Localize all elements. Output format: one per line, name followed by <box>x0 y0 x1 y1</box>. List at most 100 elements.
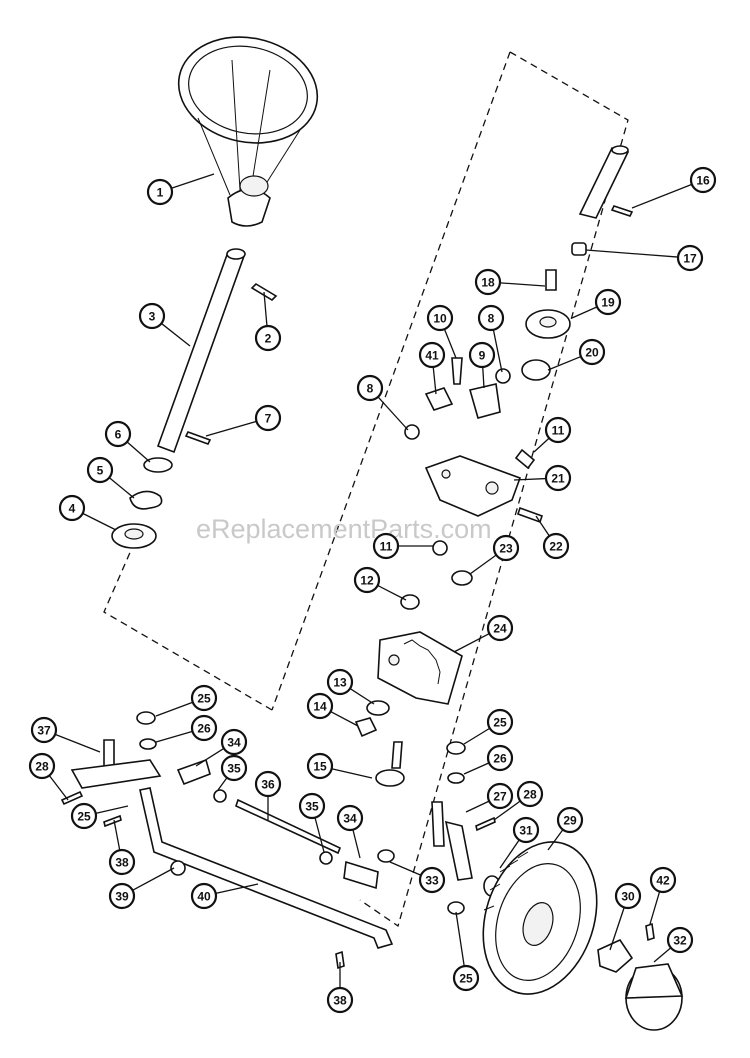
leader-line-32 <box>653 947 672 963</box>
callout-number: 21 <box>551 472 565 486</box>
callout-number: 36 <box>261 778 275 792</box>
callout-number: 17 <box>683 252 697 266</box>
callout-8: 8 <box>356 374 384 402</box>
callout-circle <box>108 882 136 910</box>
callout-number: 7 <box>265 412 272 426</box>
spacer-5 <box>129 490 163 510</box>
leader-line-9 <box>482 366 485 389</box>
leader-line-28 <box>493 800 521 821</box>
callout-number: 9 <box>479 349 486 363</box>
callout-22: 22 <box>542 532 570 560</box>
callout-26: 26 <box>190 714 218 742</box>
callout-number: 4 <box>69 502 76 516</box>
leader-line-29 <box>547 829 564 851</box>
callout-18: 18 <box>474 268 502 296</box>
leader-line-28 <box>48 775 69 801</box>
callout-circle <box>146 178 174 206</box>
callout-number: 20 <box>585 346 599 360</box>
callout-circle <box>58 494 86 522</box>
leader-line-39 <box>132 867 175 891</box>
callout-number: 28 <box>523 788 537 802</box>
callout-circle <box>356 374 384 402</box>
callout-12: 12 <box>353 566 381 594</box>
callout-circle <box>254 770 282 798</box>
steering-shaft-upper <box>578 145 634 219</box>
clip-9 <box>468 383 501 419</box>
callout-38: 38 <box>326 986 354 1014</box>
leader-line-31 <box>499 839 520 869</box>
callout-20: 20 <box>578 338 606 366</box>
leader-line-34 <box>195 747 225 767</box>
callout-number: 11 <box>380 540 393 554</box>
callout-25: 25 <box>190 684 218 712</box>
callout-circle <box>452 964 480 992</box>
callout-4: 4 <box>58 494 86 522</box>
callout-circle <box>594 288 622 316</box>
callout-6: 6 <box>104 420 132 448</box>
leader-line-40 <box>215 883 259 895</box>
callout-number: 22 <box>549 540 563 554</box>
washer-13 <box>366 700 390 716</box>
callout-30: 30 <box>614 882 642 910</box>
bushing-4 <box>111 523 157 549</box>
nut-35-left <box>213 789 227 803</box>
callout-37: 37 <box>30 716 58 744</box>
leader-line-25 <box>155 701 193 717</box>
callout-number: 1 <box>157 186 164 200</box>
callout-41: 41 <box>418 341 446 369</box>
callout-circle <box>666 926 694 954</box>
callout-circle <box>190 882 218 910</box>
plate-41 <box>424 387 454 411</box>
pin-38-lower <box>335 950 345 970</box>
leader-line-30 <box>609 907 625 951</box>
washer-25-right <box>446 741 466 755</box>
callout-circle <box>486 744 514 772</box>
retainer-30 <box>597 938 634 973</box>
steering-wheel <box>177 36 319 227</box>
callout-number: 38 <box>333 994 347 1008</box>
drag-link-40 <box>139 787 394 949</box>
callout-number: 26 <box>197 722 211 736</box>
leader-line-18 <box>499 282 546 287</box>
callout-circle <box>336 804 364 832</box>
leader-line-35 <box>314 817 325 853</box>
nut-39 <box>170 860 186 876</box>
tie-rod-end-34-left <box>176 758 211 786</box>
leader-line-1 <box>171 173 215 189</box>
callout-31: 31 <box>512 816 540 844</box>
leader-line-6 <box>126 441 151 463</box>
callout-26: 26 <box>486 744 514 772</box>
callout-25: 25 <box>70 802 98 830</box>
spindle-left-37 <box>70 739 162 789</box>
leader-line-20 <box>547 355 582 371</box>
watermark: eReplacementParts.com <box>196 514 492 544</box>
callout-21: 21 <box>544 464 572 492</box>
callout-number: 38 <box>115 856 129 870</box>
callout-28: 28 <box>28 752 56 780</box>
callout-number: 25 <box>197 692 211 706</box>
callout-32: 32 <box>666 926 694 954</box>
callout-number: 30 <box>621 890 635 904</box>
callout-25: 25 <box>452 964 480 992</box>
callout-circle <box>578 338 606 366</box>
leader-line-37 <box>54 733 101 753</box>
callout-circle <box>138 302 166 330</box>
callout-number: 41 <box>425 349 439 363</box>
callout-circle <box>418 341 446 369</box>
callout-circle <box>28 752 56 780</box>
callout-circle <box>298 792 326 820</box>
washer-6 <box>143 457 173 473</box>
callout-17: 17 <box>676 244 704 272</box>
callout-number: 34 <box>227 736 241 750</box>
callout-number: 8 <box>367 382 374 396</box>
callout-14: 14 <box>306 692 334 720</box>
callout-circle <box>614 882 642 910</box>
callout-circle <box>649 866 677 894</box>
leader-line-15 <box>331 768 373 779</box>
callout-number: 29 <box>563 814 577 828</box>
callout-circle <box>190 714 218 742</box>
callout-circle <box>486 782 514 810</box>
callout-27: 27 <box>486 782 514 810</box>
assembly-outline-dashed <box>103 51 629 928</box>
